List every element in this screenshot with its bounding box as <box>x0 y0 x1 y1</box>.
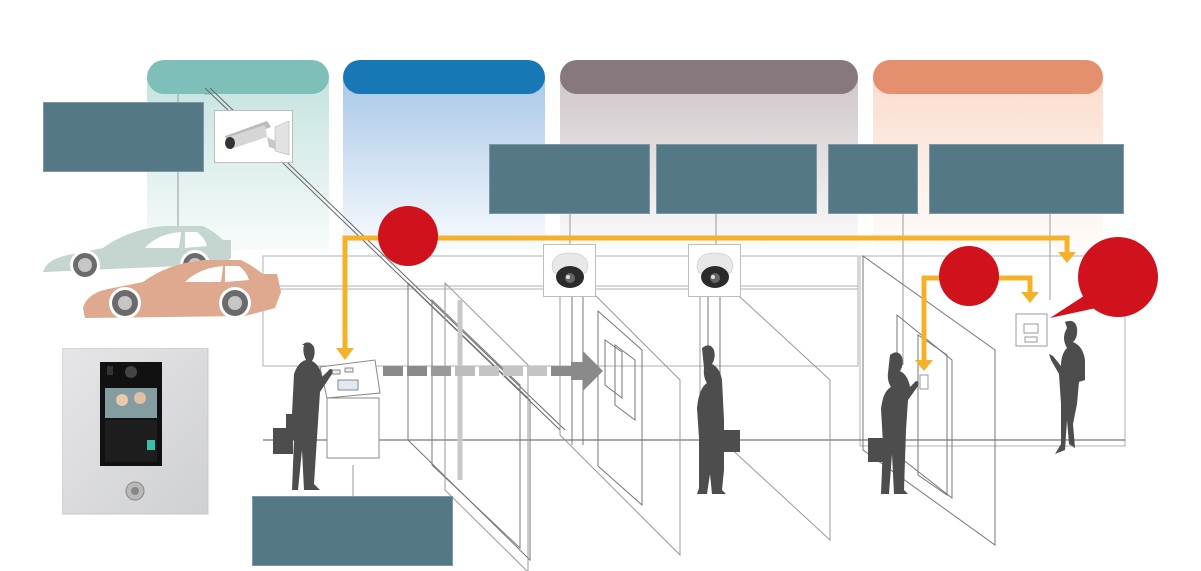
entrance-kiosk <box>319 359 381 459</box>
bullet-camera-icon <box>225 120 290 156</box>
parking-camera-label <box>43 102 204 172</box>
dome-camera-2-frame <box>688 244 741 297</box>
zone-entrance-header <box>343 60 545 94</box>
marker-entrance <box>378 206 438 266</box>
person-silhouette-icon <box>286 320 1085 494</box>
arrowhead-icon <box>915 360 933 371</box>
bullet-camera-frame <box>214 110 293 163</box>
door-switch-icon <box>919 374 929 390</box>
arrowhead-icon <box>336 348 354 360</box>
floor-label-1 <box>828 144 918 214</box>
zone-parking-header <box>147 60 329 94</box>
arrowhead-icon <box>1058 252 1076 263</box>
intercom-panel-icon <box>62 348 209 515</box>
zone-residence-header <box>873 60 1103 94</box>
lobby-label-2 <box>656 144 817 214</box>
lobby-label-1 <box>489 144 650 214</box>
zone-lobby-header <box>560 60 858 94</box>
dome-camera-icon <box>551 252 589 288</box>
entrance-doors <box>407 255 996 571</box>
briefcase-icon <box>273 428 293 454</box>
dome-camera-icon <box>696 252 734 288</box>
car-icon <box>83 260 281 319</box>
entrance-panel-label <box>252 496 453 566</box>
cars-illustration <box>43 226 281 319</box>
arrowhead-icon <box>1021 292 1039 303</box>
marker-speech <box>1050 237 1158 318</box>
walk-path-arrow <box>383 351 603 391</box>
dome-camera-1-frame <box>543 244 596 297</box>
marker-door <box>939 246 999 306</box>
indoor-monitor-icon <box>1015 313 1048 347</box>
floor-label-2 <box>929 144 1124 214</box>
